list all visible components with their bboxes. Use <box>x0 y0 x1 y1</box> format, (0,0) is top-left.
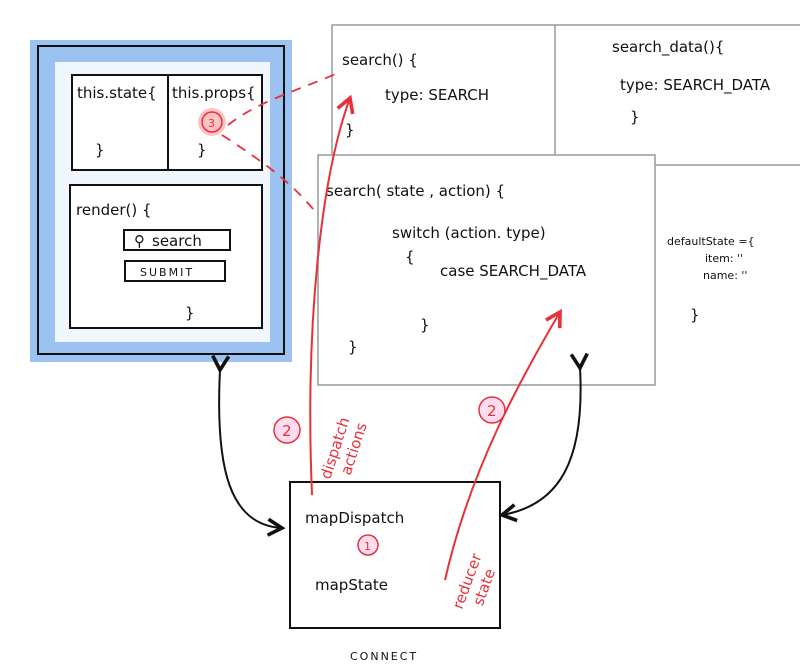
brace: } <box>197 141 207 159</box>
search-data-type: type: SEARCH_DATA <box>620 76 771 95</box>
reducer-state-arrow <box>444 308 562 581</box>
step-number: 3 <box>208 117 215 130</box>
react-component: this.state{ } this.props{ } render() { ⚲… <box>30 40 292 362</box>
search-type: type: SEARCH <box>385 86 489 104</box>
search-icon: ⚲ <box>134 232 145 250</box>
render-box: render() { ⚲ search SUBMIT } <box>69 184 263 329</box>
step-number: 1 <box>364 540 371 553</box>
map-state-label: mapState <box>315 576 388 594</box>
brace: } <box>345 121 355 139</box>
step-number: 2 <box>487 402 497 420</box>
default-state-title: defaultState ={ <box>667 235 755 248</box>
brace: } <box>95 141 105 159</box>
search-action-label: search() { <box>342 51 418 69</box>
submit-button[interactable]: SUBMIT <box>124 260 226 282</box>
reducer-box: search( state , action) { switch (action… <box>317 154 656 386</box>
default-state: defaultState ={ item: '' name: '' } <box>667 235 755 324</box>
brace: } <box>348 338 358 356</box>
step-2-dispatch-marker: 2 <box>273 416 301 444</box>
render-label: render() { <box>76 201 152 219</box>
search-data-action-label: search_data(){ <box>612 38 724 57</box>
search-button[interactable]: ⚲ search <box>123 229 231 251</box>
brace: { <box>405 248 415 266</box>
dispatch-arrow <box>309 94 355 496</box>
this-state-box: this.state{ } <box>71 74 169 171</box>
brace: } <box>420 316 430 334</box>
switch-statement: switch (action. type) <box>392 224 546 242</box>
default-name: name: '' <box>703 269 747 282</box>
step-2-reducer-marker: 2 <box>478 396 506 424</box>
reducer-connect-arrow <box>498 352 589 523</box>
submit-label: SUBMIT <box>140 266 194 279</box>
connect-box: mapDispatch mapState CONNECT <box>289 481 501 663</box>
dispatch-actions-label: dispatch actions <box>317 415 371 481</box>
default-item: item: '' <box>705 252 743 265</box>
case-statement: case SEARCH_DATA <box>440 262 587 281</box>
map-dispatch-label: mapDispatch <box>305 509 404 527</box>
reducer-signature: search( state , action) { <box>326 182 505 200</box>
brace: } <box>630 108 640 126</box>
action-creators-box: search() { type: SEARCH } search_data(){… <box>331 24 800 166</box>
step-3-marker: 3 <box>198 108 226 136</box>
brace: } <box>185 304 195 322</box>
props-label: this.props{ <box>172 84 256 102</box>
component-connect-arrow <box>211 354 286 537</box>
step-1-marker: 1 <box>357 534 379 556</box>
props-reducer-dashed-line <box>221 134 319 216</box>
brace: } <box>690 306 700 324</box>
props-action-dashed-line <box>227 71 341 126</box>
step-number: 2 <box>282 422 292 440</box>
search-button-label: search <box>152 232 202 250</box>
state-label: this.state{ <box>77 84 157 102</box>
connect-label: CONNECT <box>350 650 418 663</box>
